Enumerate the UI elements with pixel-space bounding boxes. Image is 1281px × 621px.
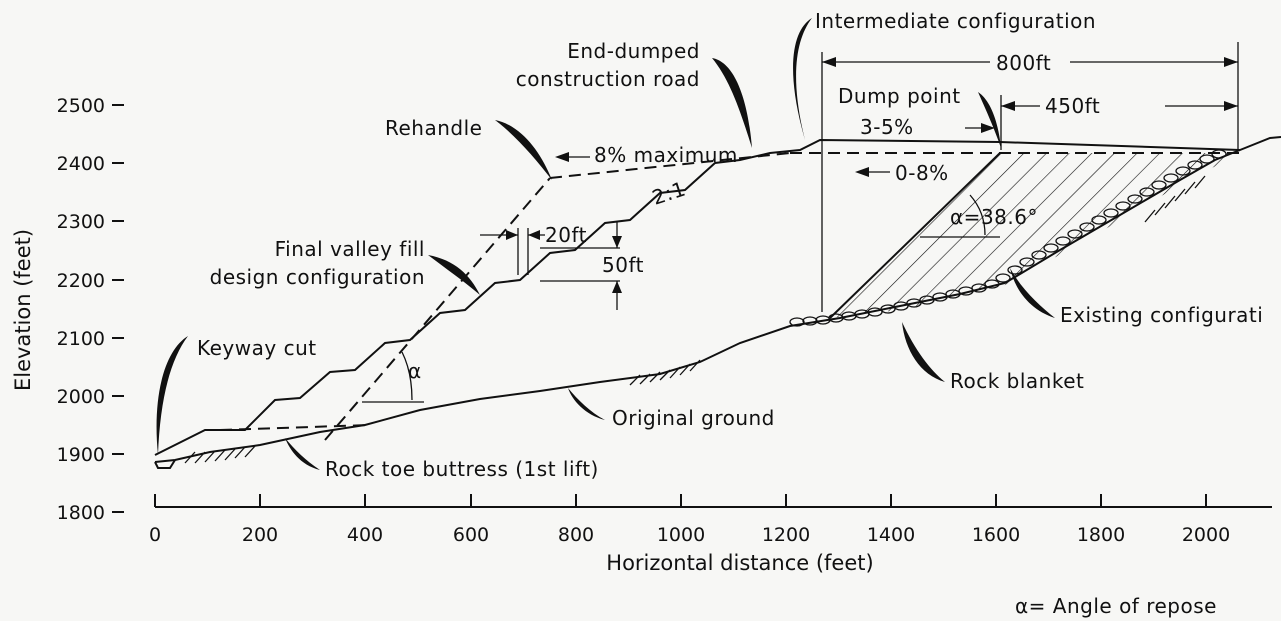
toe-buttress-top-dashed <box>219 424 371 431</box>
bench-height-label: 50ft <box>602 253 644 277</box>
original-ground-line <box>154 136 1281 463</box>
alpha-arc-2 <box>969 194 986 236</box>
ground-hatching <box>184 175 1206 464</box>
y-axis: 2500 2400 2300 2200 2100 2000 1900 1800 … <box>11 95 124 524</box>
rock-blanket <box>789 149 1227 327</box>
x-tick-label: 1000 <box>657 524 705 546</box>
dump-point-leader <box>978 92 1001 148</box>
grade-3-5-label: 3-5% <box>860 115 914 139</box>
x-tick-label: 1800 <box>1077 524 1125 546</box>
y-tick-label: 2100 <box>57 328 105 350</box>
angle-of-repose-footnote: α= Angle of repose <box>1015 594 1217 618</box>
x-tick-label: 400 <box>347 524 383 546</box>
rehandle-slope-dashed <box>324 177 551 441</box>
hatched-fill-zone <box>830 153 1240 318</box>
rehandle-label: Rehandle <box>385 116 482 140</box>
x-tick-label: 800 <box>558 524 594 546</box>
dim-800-label: 800ft <box>996 51 1051 75</box>
final-fill-label-2: design configuration <box>210 265 425 289</box>
construction-road-dashed <box>549 152 791 179</box>
x-tick-label: 1400 <box>867 524 915 546</box>
dimensions <box>362 42 1239 403</box>
x-tick-label: 1600 <box>972 524 1020 546</box>
leader-marks <box>156 18 1055 470</box>
y-tick-label: 2200 <box>57 270 105 292</box>
grade-0-8-label: 0-8% <box>895 161 949 185</box>
final-fill-label-1: Final valley fill <box>275 237 425 261</box>
y-axis-title: Elevation (feet) <box>11 229 35 391</box>
y-tick-label: 1900 <box>57 444 105 466</box>
existing-configuration-label: Existing configurati <box>1060 303 1263 327</box>
intermediate-configuration-label: Intermediate configuration <box>815 9 1096 33</box>
alpha-symbol-label: α <box>408 359 422 383</box>
labels: Intermediate configuration End-dumped co… <box>197 9 1263 618</box>
alpha-arc <box>401 351 413 401</box>
y-tick-label: 1800 <box>57 502 105 524</box>
y-tick-label: 2300 <box>57 211 105 233</box>
dim-450-label: 450ft <box>1045 94 1100 118</box>
x-tick-label: 2000 <box>1182 524 1230 546</box>
dump-point-label: Dump point <box>838 84 961 108</box>
angle-of-repose-face <box>829 152 1001 319</box>
keyway-leader <box>156 336 188 455</box>
bench-width-label: 20ft <box>545 223 587 247</box>
x-tick-label: 1200 <box>762 524 810 546</box>
y-tick-label: 2400 <box>57 153 105 175</box>
keyway-cut-label: Keyway cut <box>197 336 317 360</box>
rock-blanket-label: Rock blanket <box>950 369 1084 393</box>
x-tick-label: 200 <box>242 524 278 546</box>
x-tick-label: 0 <box>149 524 161 546</box>
arrowheads <box>506 57 1238 293</box>
alpha-value-label: α=38.6° <box>950 205 1038 229</box>
original-ground-leader <box>568 388 605 420</box>
intermediate-leader <box>793 18 812 140</box>
rehandle-leader <box>495 120 552 180</box>
x-axis-title: Horizontal distance (feet) <box>606 551 873 575</box>
y-tick-label: 2000 <box>57 386 105 408</box>
rock-blanket-leader <box>902 322 945 382</box>
x-tick-label: 600 <box>453 524 489 546</box>
slope-ratio-label: 2:1 <box>649 177 688 210</box>
construction-road-label: construction road <box>516 67 700 91</box>
toe-buttress-leader <box>285 438 320 470</box>
end-dumped-label: End-dumped <box>567 39 700 63</box>
max-grade-label: 8% maximum <box>594 143 738 167</box>
keyway-notch <box>154 459 176 469</box>
y-tick-label: 2500 <box>57 95 105 117</box>
x-axis: 0 200 400 600 800 1000 1200 1400 1600 18… <box>149 494 1272 575</box>
toe-buttress-label: Rock toe buttress (1st lift) <box>325 457 599 481</box>
original-ground-label: Original ground <box>612 406 775 430</box>
end-dumped-leader <box>712 58 752 148</box>
final-valley-fill-line <box>154 138 1241 456</box>
